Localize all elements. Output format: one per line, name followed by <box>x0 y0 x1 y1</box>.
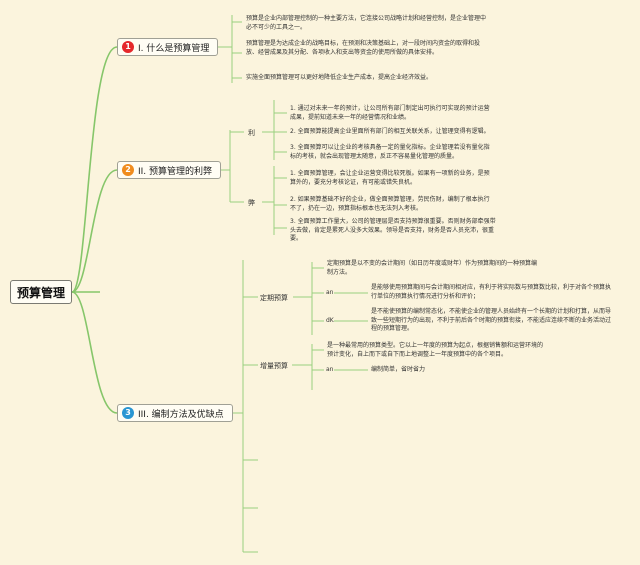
cons-item-3: 3. 全面预算工作量大，公司的管理层是否支持预算很重要。否则财务部牵强带头去做，… <box>290 218 496 242</box>
branch-1-item-2: 预算管理是为达成企业的战略目标，在预测和决策基础上，对一段时间内资金的取得和投放… <box>246 40 481 56</box>
root-to-branch-2 <box>71 169 118 293</box>
incremental-budget-desc: 是一种最常用的预算类型。它以上一年度的预算为起点，根据销售额和运营环境的预计变化… <box>327 342 544 358</box>
branch-2-label: II. 预算管理的利弊 <box>138 166 213 177</box>
branch-1-item-1: 预算是企业内部管理控制的一种主要方法，它连接公司战略计划和经营控制，是企业管理中… <box>246 15 487 31</box>
branch-1-item-3: 实施全面预算管理可以更好地降低企业生产成本，提高企业经济效益。 <box>246 74 433 81</box>
pros-item-2: 2. 全面预算能提高企业里面所有部门的相互关联关系，让管理变得有逻辑。 <box>290 128 490 135</box>
root-node[interactable]: 预算管理 <box>10 280 72 304</box>
incremental-pro-tag: an <box>326 366 334 373</box>
branch-3-node[interactable]: 3 III. 编制方法及优缺点 <box>117 404 233 422</box>
fixed-budget-label[interactable]: 定期预算 <box>260 294 288 302</box>
cons-label[interactable]: 弊 <box>248 199 255 207</box>
cons-item-1: 1. 全面预算管理，会让企业运营变得比较死板。如果有一项新的业务，是预算外的，要… <box>290 170 490 186</box>
branch-3-label: III. 编制方法及优缺点 <box>138 409 224 420</box>
incremental-budget-label[interactable]: 增量预算 <box>260 362 288 370</box>
branch-3-number-badge: 3 <box>122 407 134 419</box>
branch-1-node[interactable]: 1 I. 什么是预算管理 <box>117 38 219 56</box>
fixed-budget-desc: 定期预算是以不变的会计期间（如日历年度或财年）作为预算期间的一种预算编制方法。 <box>327 260 538 276</box>
pros-label[interactable]: 利 <box>248 129 255 137</box>
fixed-con-text: 是不能使预算的编制常态化，不能使企业的管理人员始终有一个长期的计划和打算，从而导… <box>371 308 612 332</box>
branch-1-label: I. 什么是预算管理 <box>138 43 210 54</box>
branch-2-node[interactable]: 2 II. 预算管理的利弊 <box>117 161 222 179</box>
cons-item-2: 2. 如果预算基础不好的企业，做全面预算管理，劳民伤财，编制了根本执行不了，扔在… <box>290 196 490 212</box>
fixed-con-tag: dK <box>326 317 334 324</box>
root-to-branch-3 <box>71 291 118 414</box>
fixed-pro-text: 是能够使用预算期间与会计期间相对应，有利于将实际数与预算数比较，利于对各个预算执… <box>371 284 612 300</box>
root-to-branch-1 <box>71 46 118 293</box>
branch-2-number-badge: 2 <box>122 164 134 176</box>
pros-item-3: 3. 全面预算可以让企业的考核具备一定的量化指标。企业管理若没有量化指标的考核，… <box>290 144 490 160</box>
incremental-pro-text: 编制简单，省时省力 <box>371 366 426 373</box>
branch-1-number-badge: 1 <box>122 41 134 53</box>
root-label: 预算管理 <box>16 285 65 300</box>
fixed-pro-tag: an <box>326 289 334 296</box>
pros-item-1: 1. 通过对未来一年的预计，让公司所有部门制定出可执行可实现的预计运营成果，提前… <box>290 105 490 121</box>
